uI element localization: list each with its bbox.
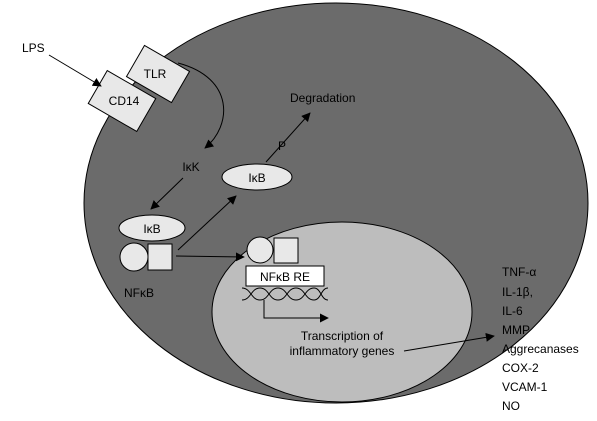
output-item: VCAM-1 (502, 380, 548, 394)
transcription-line2: inflammatory genes (290, 344, 395, 358)
nfkb-nuclear (246, 236, 299, 264)
nfkb-label: NFκB (124, 286, 154, 300)
phospho-label: P (278, 139, 286, 153)
degradation-label: Degradation (290, 91, 355, 105)
tlr-label: TLR (144, 67, 167, 81)
cd14-receptor: CD14 (87, 69, 157, 133)
tlr-to-ikk-arrow (177, 62, 225, 149)
ikb-free-label: IκB (248, 171, 265, 185)
ikb-bound-label: IκB (143, 222, 160, 236)
lps-arrow (48, 54, 102, 87)
output-arrow (403, 332, 495, 352)
output-item: IL-1β, (502, 285, 533, 299)
release-ikb-arrow (177, 195, 237, 251)
lps-label: LPS (22, 41, 45, 55)
cd14-label: CD14 (109, 94, 140, 108)
ikk-to-complex-arrow (150, 177, 184, 210)
output-list: TNF-α IL-1β, IL-6 MMP Aggrecanases COX-2… (502, 265, 579, 413)
nfkb-subunit-square (147, 243, 173, 271)
nfkb-subunit-circle (119, 242, 149, 272)
ikb-bound (118, 214, 186, 242)
output-item: MMP (502, 323, 530, 337)
nfkb-nuclear-square (273, 237, 299, 264)
dna-helix (241, 287, 329, 301)
output-item: Aggrecanases (502, 342, 579, 356)
output-item: IL-6 (502, 304, 523, 318)
output-item: NO (502, 399, 520, 413)
translocation-arrow (175, 252, 245, 262)
ikb-nfkb-complex: IκB NFκB (118, 214, 186, 300)
ikk-label: IκK (182, 160, 199, 174)
output-item: TNF-α (502, 265, 536, 279)
output-item: COX-2 (502, 361, 539, 375)
transcription-arrow (263, 300, 329, 323)
nfkb-re-label: NFκB RE (260, 270, 310, 284)
ikb-free (221, 163, 293, 191)
nfkb-re-box (245, 265, 325, 287)
tlr-receptor: TLR (125, 44, 191, 104)
nfkb-nuclear-circle (246, 236, 274, 264)
transcription-line1: Transcription of (301, 329, 384, 343)
degradation-arrow (265, 112, 311, 163)
